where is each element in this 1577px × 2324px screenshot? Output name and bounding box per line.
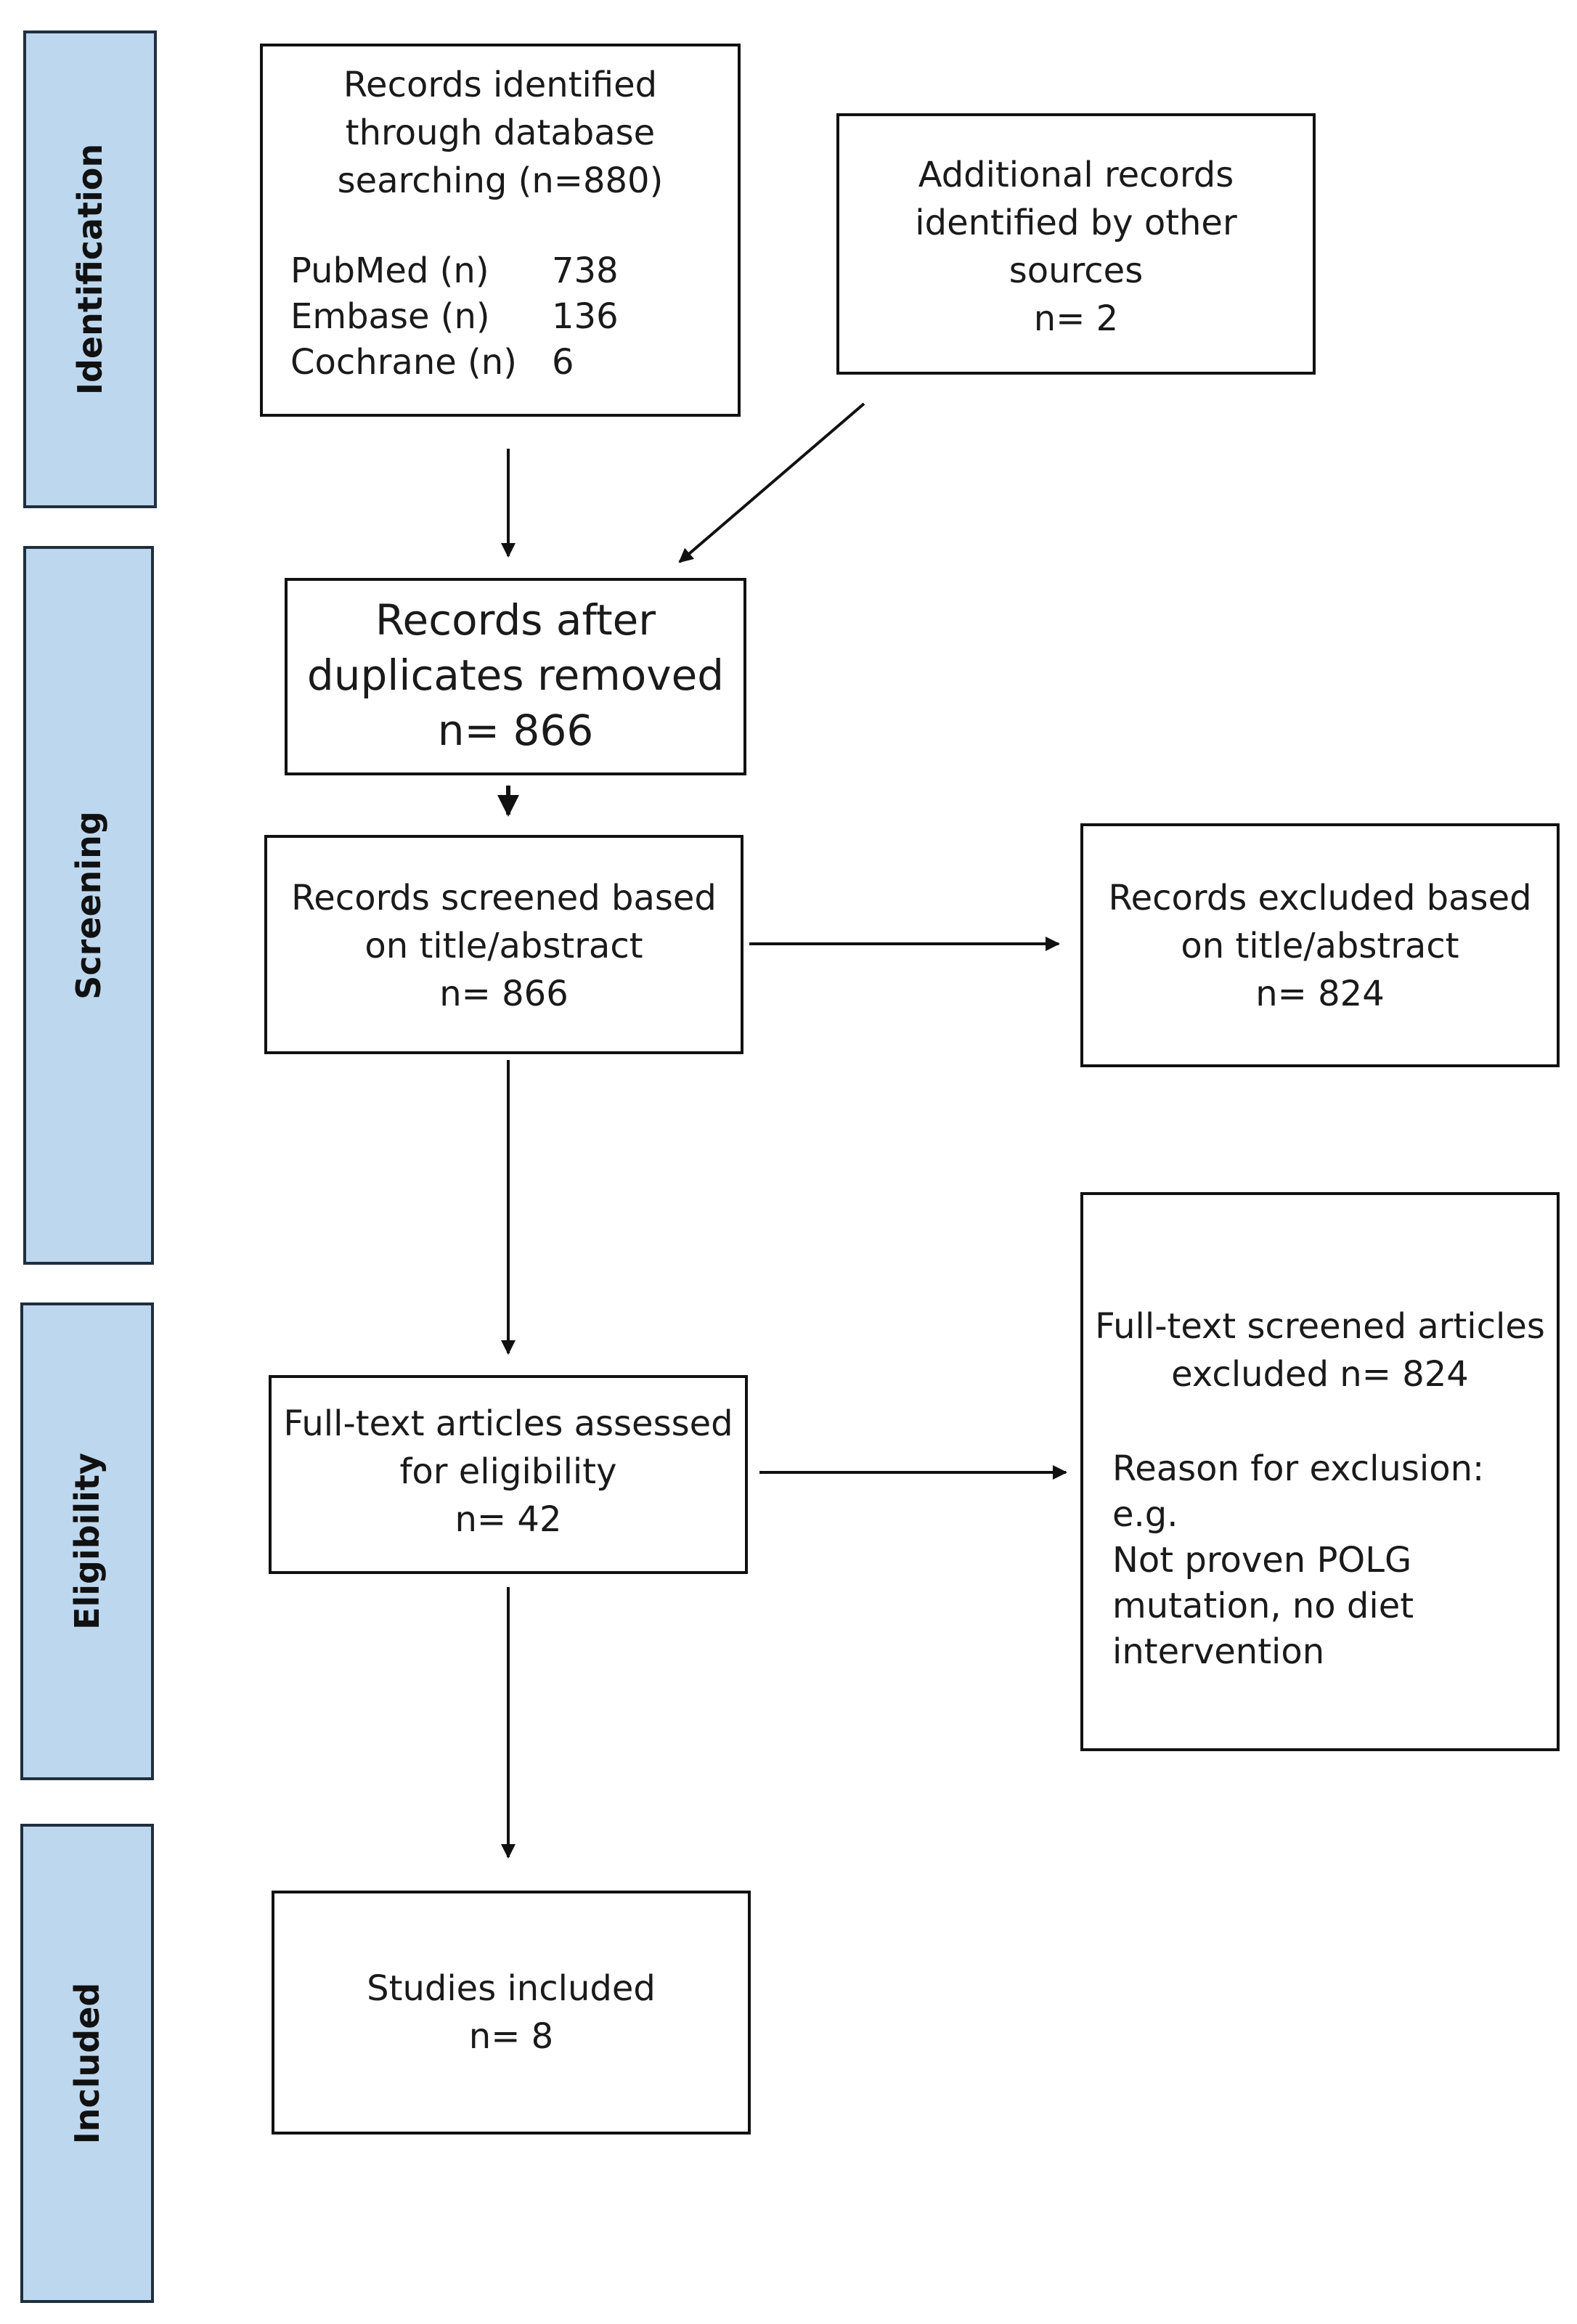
box-line: n= 42 [455, 1499, 562, 1540]
source-row-cochrane: Cochrane (n) 6 [290, 340, 738, 386]
box-line: Full-text screened articles [1095, 1306, 1545, 1347]
fulltext-excluded-box: Full-text screened articles excluded n= … [1080, 1192, 1560, 1751]
source-count: 136 [552, 296, 619, 337]
source-name: PubMed (n) [290, 250, 489, 291]
box-line: for eligibility [399, 1451, 617, 1492]
source-name: Cochrane (n) [290, 342, 517, 383]
box-line: sources [1008, 250, 1144, 291]
box-line: duplicates removed [306, 651, 725, 700]
source-count: 6 [552, 342, 574, 383]
box-line: Records after [375, 595, 656, 645]
studies-included-box: Studies included n= 8 [272, 1891, 751, 2135]
box-line: excluded n= 824 [1171, 1354, 1469, 1395]
box-line: Records screened based [291, 878, 717, 918]
exclusion-reason-line: Not proven POLG [1112, 1540, 1412, 1581]
box-line: n= 824 [1255, 974, 1385, 1014]
box-line: Records excluded based [1108, 878, 1532, 918]
exclusion-reason-line: Reason for exclusion: e.g. [1112, 1448, 1485, 1535]
exclusion-reason-line: intervention [1112, 1631, 1325, 1672]
box-line: n= 866 [437, 706, 594, 755]
box-line: through database [345, 113, 656, 153]
source-count: 738 [552, 250, 619, 291]
box-line: Studies included [367, 1968, 656, 2009]
additional-records-box: Additional records identified by other s… [836, 113, 1316, 375]
source-row-pubmed: PubMed (n) 738 [290, 248, 738, 294]
box-line: on title/abstract [364, 926, 643, 966]
box-line: Full-text articles assessed [283, 1403, 733, 1444]
exclusion-reason-line: mutation, no diet [1112, 1586, 1414, 1626]
box-line: n= 2 [1033, 298, 1119, 339]
box-line: Records identified [343, 65, 658, 105]
source-row-embase: Embase (n) 136 [290, 294, 738, 340]
stage-screening: Screening [23, 546, 154, 1265]
source-name: Embase (n) [290, 296, 490, 337]
box-line: Additional records [918, 155, 1234, 195]
box-line: n= 866 [439, 974, 569, 1014]
box-line: on title/abstract [1181, 926, 1459, 966]
box-line: n= 8 [468, 2016, 554, 2057]
records-excluded-box: Records excluded based on title/abstract… [1080, 823, 1560, 1067]
stage-included: Included [20, 1824, 154, 2303]
arrow-additional-to-duplicates [678, 402, 865, 563]
stage-identification: Identification [23, 30, 157, 508]
database-records-box: Records identified through database sear… [260, 44, 741, 417]
box-line: identified by other [915, 203, 1237, 243]
box-line: searching (n=880) [337, 160, 664, 201]
fulltext-assessed-box: Full-text articles assessed for eligibil… [269, 1375, 748, 1574]
duplicates-removed-box: Records after duplicates removed n= 866 [285, 578, 746, 775]
stage-eligibility: Eligibility [20, 1302, 154, 1780]
records-screened-box: Records screened based on title/abstract… [264, 835, 743, 1054]
